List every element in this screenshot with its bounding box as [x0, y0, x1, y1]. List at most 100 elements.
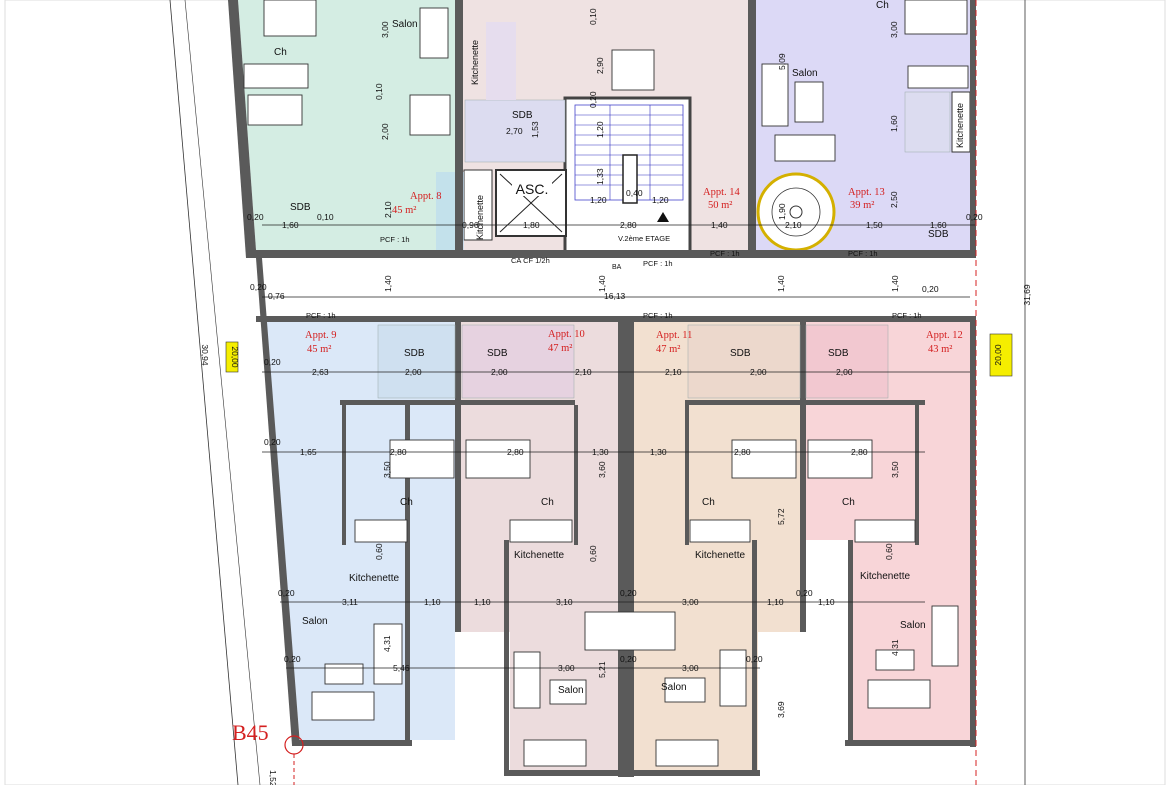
b45-label: B45 [232, 720, 269, 745]
dim-263: 2,63 [312, 367, 329, 377]
pcf-label-1: PCF : 1h [380, 235, 410, 244]
dim-020-e: 0,20 [278, 588, 295, 598]
dim-110-b: 1,10 [474, 597, 491, 607]
appt-11-name: Appt. 11 [656, 330, 692, 341]
fire-door-label: CA CF 1/2h [511, 256, 550, 265]
appt-8-area [238, 0, 455, 250]
appt-12-salon: Salon [900, 620, 926, 631]
dim-300-a: 3,00 [380, 21, 390, 38]
appt-10-bathroom [461, 324, 575, 399]
appt-8-name: Appt. 8 [410, 191, 442, 202]
dim-546: 5,46 [393, 663, 410, 673]
dim-280-b: 2,80 [390, 447, 407, 457]
dim-160-c: 1,60 [889, 115, 899, 132]
appt-10-area [460, 322, 618, 775]
appt-14-kitchenette-strip [486, 22, 516, 100]
dim-280-c: 2,80 [507, 447, 524, 457]
dim-280-d: 2,80 [734, 447, 751, 457]
common-corridor [256, 258, 976, 320]
walls [228, 0, 976, 777]
appt-14-area-label: 50 m² [708, 200, 732, 211]
appt-8-bedroom: Ch [274, 47, 287, 58]
appt-13-salon: Salon [792, 68, 818, 79]
appt-8-salon: Salon [392, 19, 418, 30]
appt-13-area-label: 39 m² [850, 200, 874, 211]
pcf-label-5: PCF : 1h [306, 311, 336, 320]
overall-right-dim: 31,69 [1022, 284, 1032, 306]
dim-020-g: 0,20 [620, 654, 637, 664]
appt-8-bathroom-label: SDB [290, 202, 311, 213]
dim-110-c: 1,10 [767, 597, 784, 607]
dim-250: 2,50 [889, 191, 899, 208]
appt-9-bathroom [377, 324, 456, 399]
dim-200-a: 2,00 [380, 123, 390, 140]
dim-020-k: 0,20 [966, 212, 983, 222]
ba-label: BA [612, 264, 622, 271]
dim-310: 3,10 [556, 597, 573, 607]
dim-431-b: 4,31 [890, 639, 900, 656]
dim-130-b: 1,30 [650, 447, 667, 457]
dim-076: 0,76 [268, 291, 285, 301]
bottom-small-dim: 1,52 [268, 770, 278, 785]
appt-11-bathroom [687, 324, 801, 399]
dim-280-e: 2,80 [851, 447, 868, 457]
right-side-dim: 20,00 [993, 344, 1003, 366]
dim-300-d: 3,00 [558, 663, 575, 673]
dim-140-a: 1,40 [711, 220, 728, 230]
overall-left-dim: 30,94 [200, 344, 210, 366]
appt-8-kitchenette-counter [463, 169, 493, 241]
dim-010-c: 0,10 [588, 8, 598, 25]
appt-8-kitchenette: Kitchenette [475, 195, 485, 240]
appt-11-salon: Salon [661, 682, 687, 693]
dim-120-b: 1,20 [590, 195, 607, 205]
dim-140-d: 1,40 [776, 275, 786, 292]
pcf-label-4: PCF : 1h [848, 249, 878, 258]
appt-9-area-label: 45 m² [307, 344, 331, 355]
dim-096: 0,96 [462, 220, 479, 230]
appt-10-name: Appt. 10 [548, 329, 585, 340]
dim-200-b: 2,00 [405, 367, 422, 377]
dim-180: 1,80 [523, 220, 540, 230]
pcf-label-2: PCF : 1h [643, 259, 673, 268]
dim-060-c: 0,60 [884, 543, 894, 560]
appt-11-area [634, 322, 800, 775]
appt-12-bedroom: Ch [842, 497, 855, 508]
appt-10-area-label: 47 m² [548, 343, 572, 354]
dim-020-f: 0,20 [284, 654, 301, 664]
dim-010-b: 0,10 [317, 212, 334, 222]
dim-200-c: 2,00 [491, 367, 508, 377]
dim-270: 2,70 [506, 126, 523, 136]
dim-153: 1,53 [530, 121, 540, 138]
dim-110-a: 1,10 [424, 597, 441, 607]
pcf-label-7: PCF : 1h [892, 311, 922, 320]
dim-210-b: 2,10 [785, 220, 802, 230]
elevator-label-bg [512, 180, 552, 196]
dim-060-a: 0,60 [374, 543, 384, 560]
dim-020-i: 0,20 [620, 588, 637, 598]
dim-060-b: 0,60 [588, 545, 598, 562]
dim-020-m: 0,20 [250, 282, 267, 292]
level-label: V.2ème ETAGE [618, 234, 670, 243]
appt-12-bathroom-label: SDB [828, 348, 849, 359]
pcf-label-6: PCF : 1h [643, 311, 673, 320]
corridor-dim: 16,13 [604, 291, 626, 301]
dim-165: 1,65 [300, 447, 317, 457]
furniture [243, 0, 969, 767]
dim-200-e: 2,00 [836, 367, 853, 377]
dim-300-c: 3,00 [682, 597, 699, 607]
appt-14-name: Appt. 14 [703, 187, 741, 198]
stair-arrow-icon [657, 212, 669, 222]
dim-360: 3,60 [597, 461, 607, 478]
dim-572: 5,72 [776, 508, 786, 525]
elevator-label: ASC. [516, 181, 549, 197]
appt-14-bathroom-label: SDB [512, 110, 533, 121]
appt-9-kitchenette: Kitchenette [349, 573, 399, 584]
appt-13-bathroom-tiles [904, 91, 951, 153]
appt-12-kitchenette: Kitchenette [860, 571, 910, 582]
dim-133: 1,33 [595, 168, 605, 185]
dim-350-a: 3,50 [382, 461, 392, 478]
appt-14-kitchenette: Kitchenette [470, 40, 480, 85]
dim-020-l: 0,20 [922, 284, 939, 294]
appt-11-area-label: 47 m² [656, 344, 680, 355]
dim-020-h: 0,20 [746, 654, 763, 664]
